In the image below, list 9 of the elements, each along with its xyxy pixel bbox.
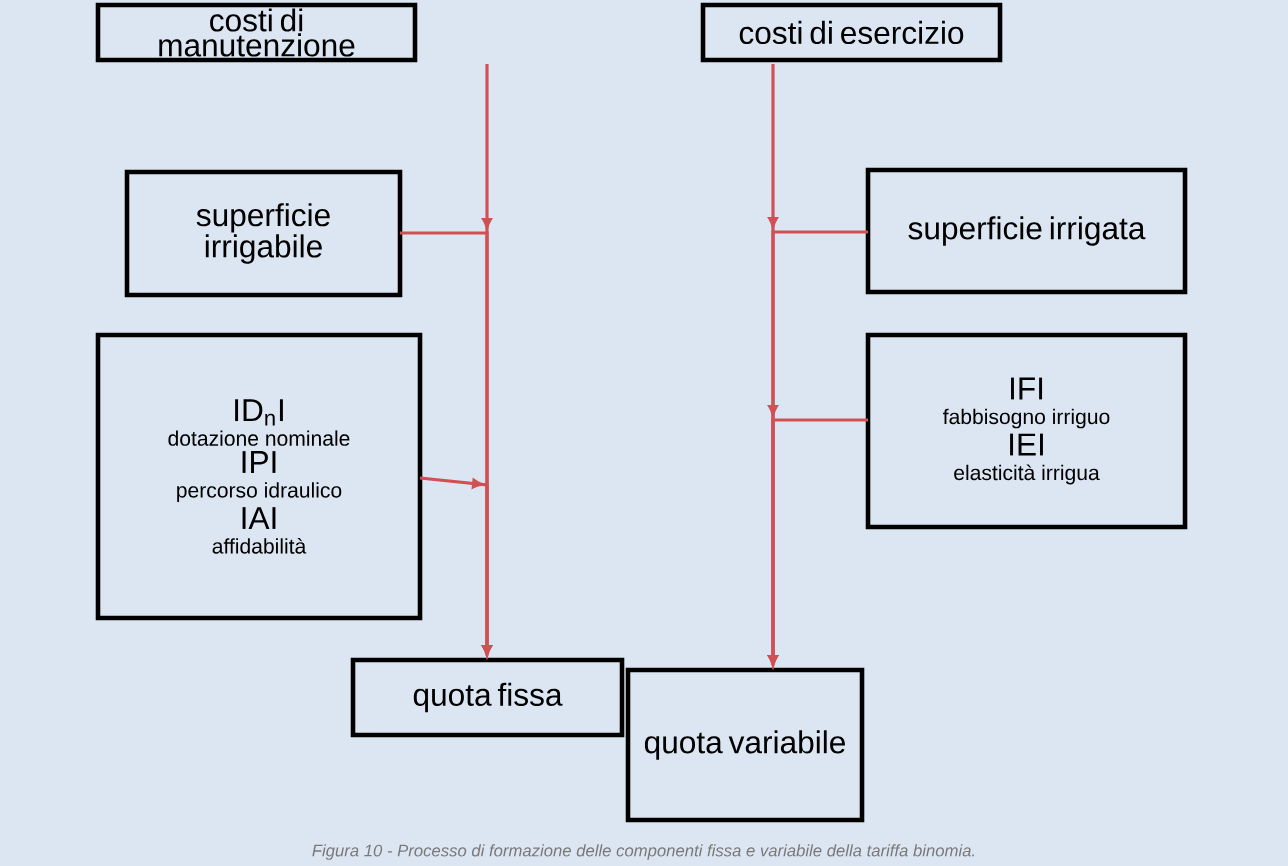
text-box: IFI fabbisogno irriguo IEI elasticità irrigua	[865, 332, 1188, 530]
caption: Figura 10 - Processo di formazione delle componenti fissa e variabile della tariffa binomia.	[312, 844, 975, 860]
text-box: costi di manutenzione	[95, 2, 418, 63]
text-box: quota fissa	[350, 657, 625, 738]
text-box: superficie irrigabile	[124, 169, 403, 298]
text-box: quota variabile	[625, 667, 865, 823]
text-box: costi di esercizio	[700, 2, 1003, 63]
text-box: ID$_{n}$I dotazione nominale IPI percorso idraulico IAI affidabilità	[95, 332, 423, 621]
text-box: superficie irrigata	[865, 167, 1188, 295]
